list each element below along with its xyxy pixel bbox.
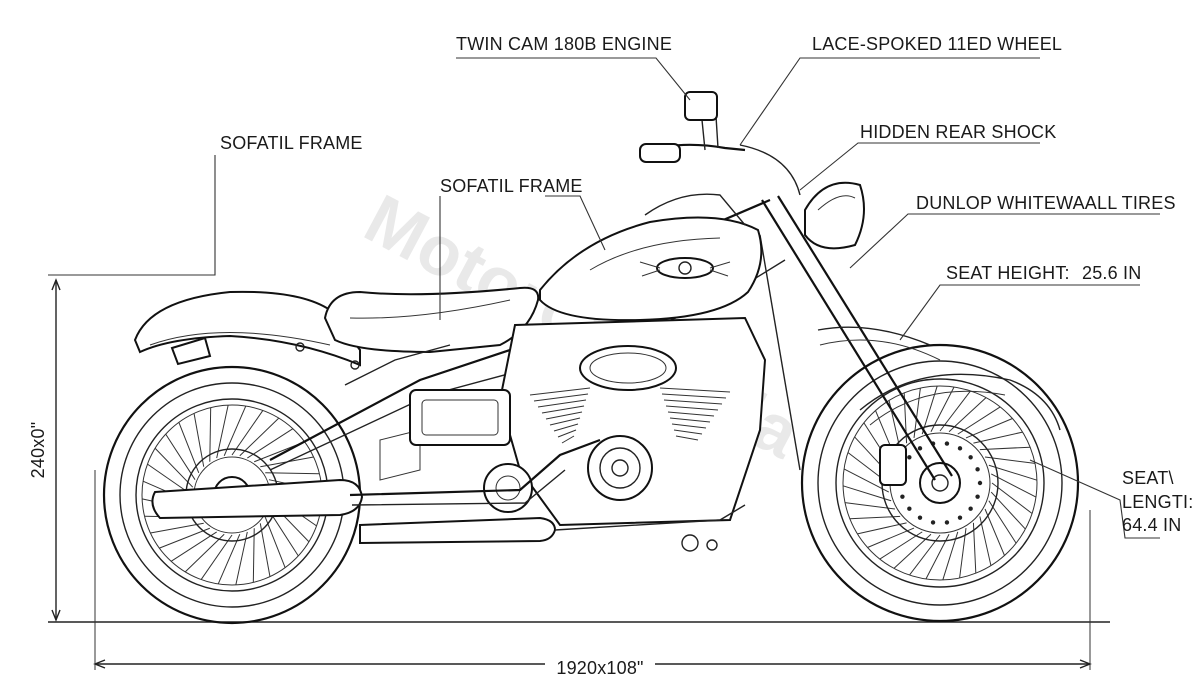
exhaust <box>151 438 746 552</box>
label-seat-height: SEAT HEIGHT: <box>946 263 1070 283</box>
height-dimension <box>51 278 61 622</box>
label-seat-height-value: 25.6 IN <box>1082 263 1141 283</box>
label-frame-mid: SOFATIL FRAME <box>440 176 583 196</box>
label-seat-length-3: 64.4 IN <box>1122 515 1181 535</box>
leader-lines <box>48 57 1160 539</box>
label-frame-left: SOFATIL FRAME <box>220 133 363 153</box>
engine <box>409 316 767 527</box>
label-seat-length-2: LENGTI: <box>1122 492 1193 512</box>
label-tires: DUNLOP WHITEWAALL TIRES <box>916 193 1176 213</box>
handlebar <box>639 91 801 196</box>
dimension-width-bg <box>545 655 655 675</box>
headlight <box>804 181 865 250</box>
rear-fender <box>133 290 361 370</box>
seat <box>323 286 540 354</box>
front-fork <box>761 195 1061 481</box>
label-wheel: LACE-SPOKED 11ED WHEEL <box>812 34 1062 54</box>
dimension-width-text: 1920x108" <box>556 658 643 675</box>
label-seat-length-1: SEAT\ <box>1122 468 1174 488</box>
dimension-height: 240x0" <box>28 422 48 479</box>
label-engine: TWIN CAM 180B ENGINE <box>456 34 672 54</box>
label-shock: HIDDEN REAR SHOCK <box>860 122 1056 142</box>
gas-tank <box>539 193 763 322</box>
front-wheel <box>800 343 1080 623</box>
